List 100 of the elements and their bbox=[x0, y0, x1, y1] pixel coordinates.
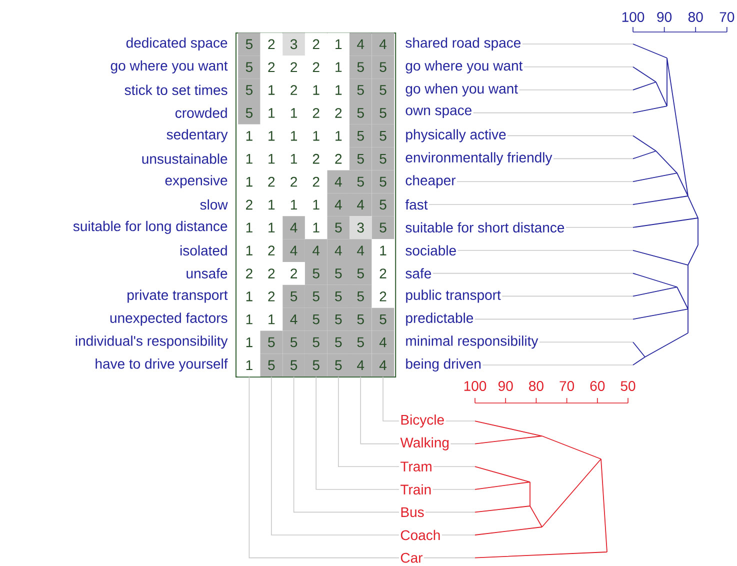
node-label: 1 bbox=[336, 39, 342, 49]
rating-column: 5 5 5 5 1 1 1 2 1 1 2 1 1 1 1 bbox=[238, 32, 260, 377]
node-label: 2 bbox=[268, 39, 275, 50]
construct-label: sedentary bbox=[166, 129, 228, 142]
construct-label: physically active bbox=[406, 129, 506, 142]
node-label: 5 bbox=[380, 62, 386, 72]
scale-number: 50 bbox=[620, 381, 636, 391]
node-label: 1 bbox=[336, 62, 342, 72]
node-label: 5 bbox=[357, 176, 364, 187]
node-label: 1 bbox=[290, 108, 298, 118]
node-label: 5 bbox=[380, 85, 386, 95]
node-label: 1 bbox=[246, 176, 252, 187]
construct-label: suitable for short distance bbox=[406, 222, 564, 233]
construct-label: minimal responsibility bbox=[406, 336, 538, 349]
rating-column: 1 1 1 2 1 2 4 4 5 4 5 5 5 5 5 bbox=[327, 32, 350, 377]
node-label: 1 bbox=[290, 131, 298, 141]
construct-label: private transport bbox=[128, 290, 228, 303]
node-label: 4 bbox=[334, 176, 342, 187]
scale-number: 100 bbox=[464, 381, 486, 391]
construct-label: go where you want bbox=[110, 60, 228, 74]
node-label: 1 bbox=[336, 131, 342, 141]
element-label: Train bbox=[400, 484, 431, 495]
element-label: Walking bbox=[400, 437, 449, 450]
node-label: 5 bbox=[335, 292, 342, 302]
element-label: Bus bbox=[401, 507, 424, 518]
node-label: 5 bbox=[380, 200, 386, 210]
scale-number: 90 bbox=[498, 381, 513, 391]
node-label: 5 bbox=[246, 85, 253, 95]
node-label: 2 bbox=[312, 39, 320, 50]
node-label: 5 bbox=[335, 222, 342, 232]
node-label: 1 bbox=[268, 85, 275, 95]
node-label: 2 bbox=[268, 62, 275, 72]
node-label: 5 bbox=[312, 268, 320, 278]
construct-label: unsustainable bbox=[142, 154, 228, 164]
node-label: 5 bbox=[335, 314, 342, 324]
node-label: 4 bbox=[357, 360, 364, 370]
scale-number: 90 bbox=[657, 12, 672, 22]
node-label: 1 bbox=[313, 85, 320, 95]
node-label: 4 bbox=[379, 39, 386, 49]
node-label: 1 bbox=[246, 222, 252, 232]
construct-label: stick to set times bbox=[124, 84, 228, 96]
node-label: 1 bbox=[246, 314, 252, 324]
node-label: 2 bbox=[268, 246, 275, 256]
node-label: 5 bbox=[380, 176, 386, 187]
node-label: 5 bbox=[380, 154, 386, 164]
node-label: 2 bbox=[290, 85, 297, 95]
node-label: 1 bbox=[246, 246, 252, 256]
node-label: 5 bbox=[335, 268, 342, 278]
node-label: 5 bbox=[290, 360, 298, 370]
node-label: 5 bbox=[335, 337, 342, 348]
node-label: 1 bbox=[268, 222, 275, 232]
node-label: 2 bbox=[246, 200, 252, 210]
node-label: 5 bbox=[246, 108, 253, 118]
leader-line bbox=[316, 376, 400, 490]
scale-number: 70 bbox=[560, 381, 574, 391]
construct-label: slow bbox=[200, 199, 228, 210]
scale-number: 100 bbox=[622, 12, 644, 22]
construct-label: shared road space bbox=[406, 37, 521, 51]
node-label: 2 bbox=[268, 176, 275, 187]
leader-line bbox=[271, 376, 400, 536]
node-label: 2 bbox=[246, 268, 252, 278]
construct-label: suitable for long distance bbox=[73, 220, 228, 234]
node-label: 1 bbox=[313, 131, 320, 141]
leader-line bbox=[360, 376, 400, 444]
element-label: Coach bbox=[400, 530, 440, 540]
leader-line bbox=[338, 376, 400, 467]
node-label: 5 bbox=[357, 337, 364, 348]
node-label: 5 bbox=[357, 62, 364, 72]
construct-label: own space bbox=[406, 108, 472, 118]
node-label: 4 bbox=[290, 246, 298, 256]
node-label: 5 bbox=[290, 337, 298, 348]
node-label: 4 bbox=[357, 200, 364, 210]
node-label: 1 bbox=[246, 360, 252, 370]
construct-label: predictable bbox=[406, 312, 474, 326]
node-label: 5 bbox=[357, 314, 364, 324]
scale-number: 80 bbox=[529, 381, 544, 391]
construct-label: cheaper bbox=[406, 175, 456, 188]
node-label: 3 bbox=[290, 39, 298, 50]
construct-label: public transport bbox=[406, 290, 501, 303]
construct-label: individual's responsibility bbox=[76, 336, 228, 349]
node-label: 5 bbox=[312, 314, 320, 324]
node-label: 5 bbox=[246, 39, 253, 50]
node-label: 2 bbox=[312, 62, 320, 72]
node-label: 4 bbox=[290, 314, 298, 324]
node-label: 1 bbox=[246, 154, 252, 164]
construct-label: dedicated space bbox=[126, 37, 228, 51]
construct-label: expensive bbox=[165, 175, 228, 188]
node-label: 5 bbox=[357, 268, 364, 278]
element-label: Bicycle bbox=[401, 414, 444, 428]
node-label: 5 bbox=[268, 337, 275, 348]
node-label: 4 bbox=[379, 337, 386, 348]
node-label: 2 bbox=[290, 62, 297, 72]
node-label: 1 bbox=[268, 131, 275, 141]
construct-label: environmentally friendly bbox=[406, 152, 552, 166]
node-label: 1 bbox=[268, 314, 275, 324]
node-label: 1 bbox=[268, 154, 275, 164]
node-label: 5 bbox=[290, 292, 298, 302]
node-label: 2 bbox=[312, 154, 320, 164]
node-label: 2 bbox=[268, 292, 275, 302]
leader-line bbox=[248, 376, 400, 558]
